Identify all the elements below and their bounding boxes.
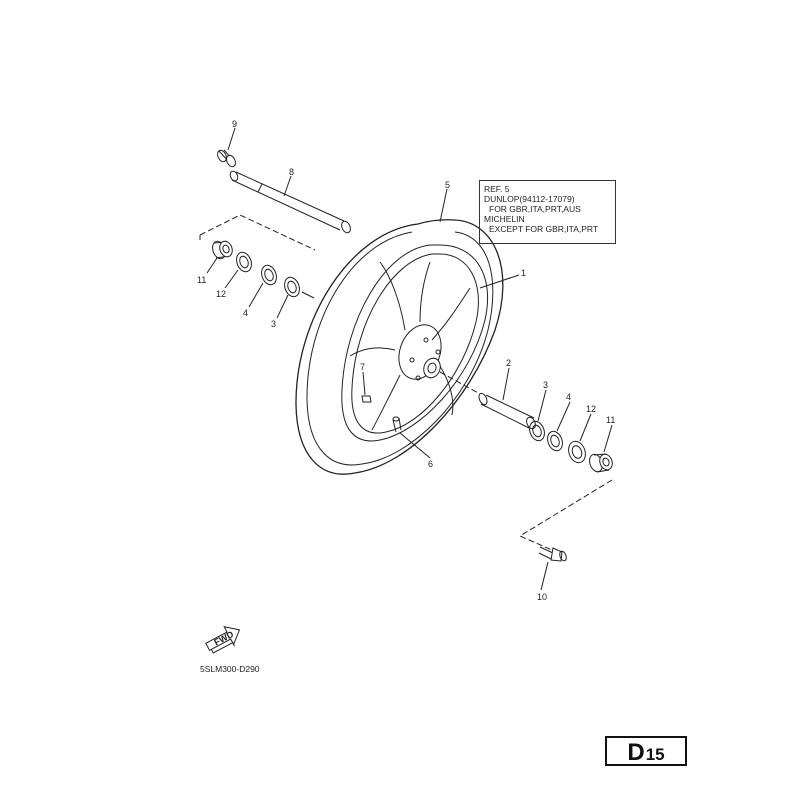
tire-reference-note: REF. 5 DUNLOP(94112-17079) FOR GBR,ITA,P… (479, 180, 616, 244)
callout-3-right: 3 (543, 380, 548, 390)
leader-3a (276, 294, 289, 319)
part-bearing-right (529, 420, 545, 442)
callout-4-right: 4 (566, 392, 571, 402)
part-oil-seal-right (568, 440, 586, 464)
leader-4a (248, 282, 264, 308)
part-oil-seal-left (236, 251, 252, 273)
diagram-code: 5SLM300-D290 (200, 664, 260, 674)
callout-11-right: 11 (606, 415, 615, 425)
callout-4-left: 4 (243, 308, 248, 318)
note-ref: REF. 5 (484, 184, 510, 194)
part-collar-right (589, 453, 613, 473)
callout-12-right: 12 (586, 404, 596, 414)
part-bearing-left-2 (284, 276, 315, 299)
page-number: 15 (645, 745, 665, 764)
part-tire (295, 219, 504, 475)
part-axle-bolt (538, 546, 567, 562)
leader-12a (224, 269, 239, 289)
leader-8 (283, 175, 292, 197)
note-michelin: MICHELIN (484, 214, 525, 224)
callout-5: 5 (445, 180, 450, 190)
leader-9 (227, 127, 236, 151)
alignment-line-left (199, 214, 316, 251)
callout-12-left: 12 (216, 289, 226, 299)
alignment-line-right (518, 479, 613, 551)
page-badge: D 15 (605, 736, 687, 766)
leader-2 (502, 367, 510, 401)
callout-1: 1 (521, 268, 526, 278)
leader-10 (540, 561, 549, 591)
callout-2: 2 (506, 358, 511, 368)
part-bearing-right-2 (547, 430, 563, 452)
part-axle-cap (217, 149, 236, 168)
leader-7 (362, 371, 366, 396)
callout-7: 7 (360, 362, 365, 372)
leader-5 (439, 188, 448, 223)
part-balance-weight (361, 395, 372, 403)
forward-arrow-icon: FWD (205, 626, 241, 654)
leader-3b (537, 389, 547, 422)
leader-4b (556, 401, 571, 432)
callout-3-left: 3 (271, 319, 276, 329)
callout-9: 9 (232, 119, 237, 129)
part-spacer (439, 371, 536, 430)
callout-11-left: 11 (197, 275, 206, 285)
part-collar-left (212, 240, 233, 260)
leader-6 (399, 432, 431, 459)
part-bearing-left (261, 264, 277, 286)
page-letter: D (627, 739, 645, 766)
part-wheel-rim (341, 244, 489, 442)
callout-10: 10 (537, 592, 547, 602)
part-valve (392, 416, 402, 433)
leader-1 (479, 274, 520, 289)
leader-11a (206, 257, 218, 274)
leader-11b (603, 424, 613, 453)
leader-12b (579, 413, 592, 442)
callout-8: 8 (289, 167, 294, 177)
note-dunlop-region: FOR GBR,ITA,PRT,AUS (489, 204, 581, 214)
callout-6: 6 (428, 459, 433, 469)
part-axle-shaft (229, 170, 351, 234)
note-dunlop: DUNLOP(94112-17079) (484, 194, 575, 204)
note-michelin-region: EXCEPT FOR GBR,ITA,PRT (489, 224, 599, 234)
